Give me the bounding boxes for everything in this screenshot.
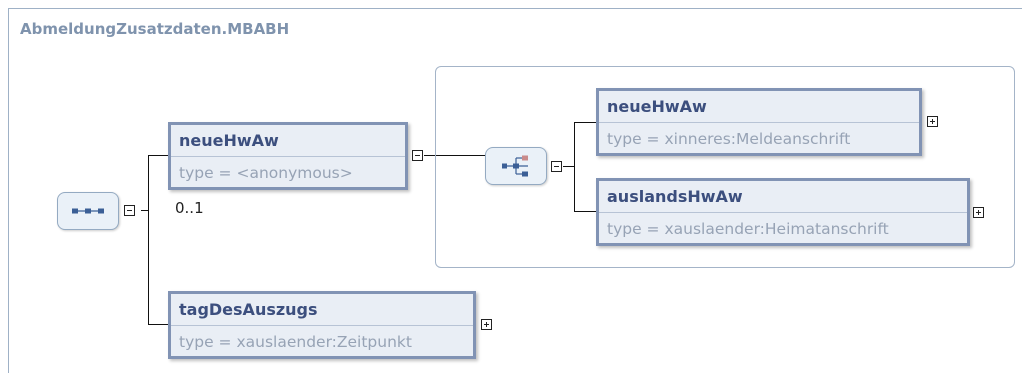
expand-toggle[interactable]	[973, 207, 984, 218]
diagram-frame	[8, 8, 1022, 373]
choice-group-box	[435, 66, 1015, 268]
occurrence-label: 0..1	[175, 199, 204, 217]
choice-compositor-icon	[502, 155, 528, 177]
element-name: neueHwAw	[171, 125, 405, 157]
element-neueHwAw-choice[interactable]: neueHwAw type = xinneres:Meldeanschrift	[596, 88, 922, 156]
element-name: auslandsHwAw	[599, 181, 967, 213]
element-type: type = xauslaender:Heimatanschrift	[607, 220, 889, 238]
connector	[148, 155, 168, 156]
connector	[563, 166, 575, 167]
connector	[574, 211, 596, 212]
element-name: tagDesAuszugs	[171, 294, 473, 326]
connector	[148, 324, 168, 325]
diagram-title: AbmeldungZusatzdaten.MBABH	[20, 20, 290, 38]
connector	[574, 122, 596, 123]
connector	[141, 210, 149, 211]
collapse-toggle[interactable]	[412, 150, 423, 161]
element-tagDesAuszugs[interactable]: tagDesAuszugs type = xauslaender:Zeitpun…	[168, 291, 476, 359]
element-type: type = xinneres:Meldeanschrift	[607, 130, 851, 148]
connector	[424, 155, 485, 156]
element-type: type = xauslaender:Zeitpunkt	[179, 333, 412, 351]
element-type: type = <anonymous>	[179, 164, 353, 182]
connector	[148, 155, 149, 325]
connector	[574, 122, 575, 212]
choice-compositor[interactable]	[485, 147, 547, 185]
expand-toggle[interactable]	[481, 319, 492, 330]
sequence-compositor-icon	[72, 208, 104, 214]
element-name: neueHwAw	[599, 91, 919, 123]
collapse-toggle[interactable]	[551, 161, 562, 172]
element-auslandsHwAw[interactable]: auslandsHwAw type = xauslaender:Heimatan…	[596, 178, 970, 246]
expand-toggle[interactable]	[927, 116, 938, 127]
collapse-toggle[interactable]	[124, 205, 135, 216]
element-neueHwAw[interactable]: neueHwAw type = <anonymous>	[168, 122, 408, 190]
sequence-compositor[interactable]	[57, 192, 119, 230]
